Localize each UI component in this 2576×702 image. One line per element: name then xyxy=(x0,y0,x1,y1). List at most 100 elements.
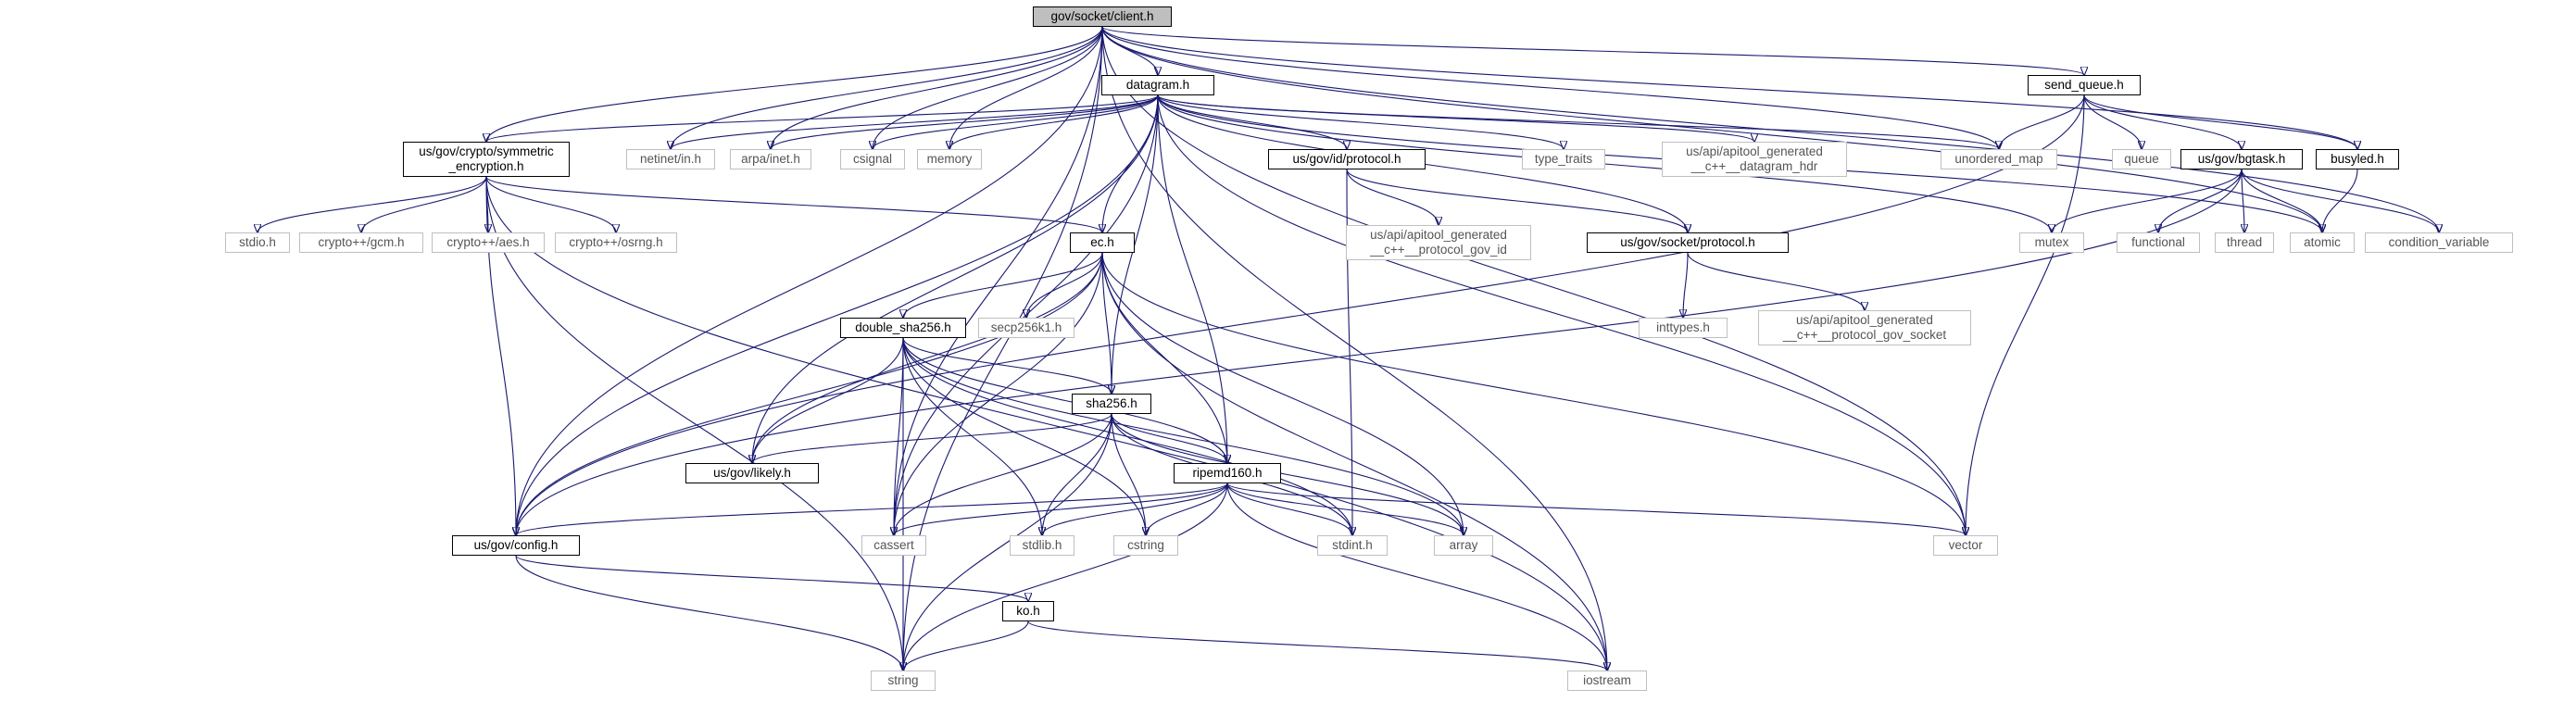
edge-symmetric-to-osrng xyxy=(485,176,616,232)
node-label: cassert xyxy=(873,538,914,553)
node-label: netinet/in.h xyxy=(639,152,702,167)
edge-datagram-to-ripemd xyxy=(1157,94,1227,463)
edge-client-to-vector xyxy=(1101,26,1966,535)
node-label: thread xyxy=(2226,235,2263,250)
node-label: crypto++/aes.h xyxy=(446,235,530,250)
node-atomic: atomic xyxy=(2290,232,2355,253)
node-label: us/gov/socket/protocol.h xyxy=(1620,235,1755,250)
edge-ec-to-cassert xyxy=(894,252,1103,535)
node-send_queue[interactable]: send_queue.h xyxy=(2028,75,2141,95)
edge-idprotocol-to-sockprotocol xyxy=(1346,169,1688,232)
edge-symmetric-to-stdio xyxy=(258,176,487,232)
edge-client-to-busyled xyxy=(1101,26,2357,149)
edge-sha256-to-string xyxy=(903,413,1112,671)
node-queue: queue xyxy=(2112,149,2171,169)
edge-ec-to-sha256 xyxy=(1101,252,1112,394)
edge-client-to-arpa xyxy=(771,26,1103,149)
node-label: gov/socket/client.h xyxy=(1050,9,1154,24)
edge-client-to-memory xyxy=(949,26,1103,149)
edge-sha256-to-likely xyxy=(752,413,1112,463)
node-memory: memory xyxy=(917,149,982,169)
edge-ec-to-array xyxy=(1101,252,1464,535)
node-label: mutex xyxy=(2034,235,2069,250)
node-label: condition_variable xyxy=(2388,235,2490,250)
node-datagram[interactable]: datagram.h xyxy=(1101,75,1214,95)
edge-ec-to-secp xyxy=(1026,252,1103,318)
edge-client-to-symmetric xyxy=(486,26,1103,142)
node-label: crypto++/osrng.h xyxy=(569,235,663,250)
node-double_sha256[interactable]: double_sha256.h xyxy=(840,318,966,338)
node-label: type_traits xyxy=(1534,152,1593,167)
edge-datagram-to-netinet xyxy=(671,94,1159,149)
node-string: string xyxy=(871,671,936,691)
node-ec[interactable]: ec.h xyxy=(1070,232,1135,253)
node-label: secp256k1.h xyxy=(990,320,1062,335)
edge-datagram-to-unordered_map xyxy=(1157,94,1999,149)
edge-ripemd-to-stdlib xyxy=(1042,483,1228,535)
node-gcm: crypto++/gcm.h xyxy=(299,232,423,253)
edge-ko-to-string xyxy=(903,621,1029,671)
edge-datagram-to-type_traits xyxy=(1157,94,1564,149)
node-condvar: condition_variable xyxy=(2365,232,2513,253)
edge-client-to-iostream xyxy=(1101,26,1607,671)
node-label: ec.h xyxy=(1090,235,1114,250)
node-prot_gov_id: us/api/apitool_generated __c++__protocol… xyxy=(1346,225,1531,260)
edge-sockprotocol-to-inttypes xyxy=(1683,252,1689,318)
node-config[interactable]: us/gov/config.h xyxy=(452,535,580,556)
edge-double_sha256-to-likely xyxy=(752,337,904,463)
node-ripemd[interactable]: ripemd160.h xyxy=(1174,463,1281,483)
node-csignal: csignal xyxy=(840,149,905,169)
edge-client-to-config xyxy=(516,26,1103,535)
node-prot_gov_socket: us/api/apitool_generated __c++__protocol… xyxy=(1758,310,1971,345)
edge-datagram-to-idprotocol xyxy=(1157,94,1347,149)
edge-client-to-string xyxy=(903,26,1103,671)
edge-client-to-atomic xyxy=(1101,26,2322,232)
node-label: vector xyxy=(1948,538,1983,553)
node-label: array xyxy=(1449,538,1478,553)
edge-double_sha256-to-sha256 xyxy=(902,337,1112,394)
edge-datagram-to-config xyxy=(516,94,1159,535)
node-osrng: crypto++/osrng.h xyxy=(555,232,677,253)
node-label: send_queue.h xyxy=(2044,78,2124,93)
node-sockprotocol[interactable]: us/gov/socket/protocol.h xyxy=(1587,232,1789,253)
edge-client-to-send_queue xyxy=(1101,26,2084,75)
node-aes: crypto++/aes.h xyxy=(432,232,545,253)
edge-config-to-ko xyxy=(515,555,1028,601)
edge-sha256-to-cassert xyxy=(894,413,1112,535)
node-idprotocol[interactable]: us/gov/id/protocol.h xyxy=(1268,149,1426,169)
node-label: arpa/inet.h xyxy=(741,152,800,167)
node-client[interactable]: gov/socket/client.h xyxy=(1033,6,1172,27)
node-array: array xyxy=(1434,535,1493,556)
node-sha256[interactable]: sha256.h xyxy=(1072,394,1151,414)
edge-sockprotocol-to-prot_gov_socket xyxy=(1687,252,1865,310)
edge-ripemd-to-vector xyxy=(1226,483,1966,535)
edge-symmetric-to-ec xyxy=(485,176,1102,232)
edge-symmetric-to-string xyxy=(485,176,903,671)
edge-symmetric-to-gcm xyxy=(361,176,487,232)
node-label: us/gov/bgtask.h xyxy=(2197,152,2286,167)
edge-ec-to-likely xyxy=(752,252,1103,463)
node-symmetric[interactable]: us/gov/crypto/symmetric _encryption.h xyxy=(403,142,570,177)
edge-client-to-cassert xyxy=(894,26,1103,535)
node-busyled[interactable]: busyled.h xyxy=(2316,149,2399,169)
edge-ec-to-iostream xyxy=(1101,252,1607,671)
node-thread: thread xyxy=(2215,232,2274,253)
edge-bgtask-to-mutex xyxy=(2052,169,2243,232)
edge-datagram-to-csignal xyxy=(873,94,1159,149)
edge-send_queue-to-vector xyxy=(1966,94,2085,535)
node-label: us/api/apitool_generated __c++__datagram… xyxy=(1686,144,1823,173)
node-label: string xyxy=(887,673,919,688)
node-label: double_sha256.h xyxy=(855,320,951,335)
node-bgtask[interactable]: us/gov/bgtask.h xyxy=(2180,149,2303,169)
node-label: csignal xyxy=(852,152,893,167)
node-functional: functional xyxy=(2117,232,2200,253)
node-label: functional xyxy=(2131,235,2185,250)
node-label: stdint.h xyxy=(1332,538,1373,553)
node-likely[interactable]: us/gov/likely.h xyxy=(685,463,819,483)
node-cassert: cassert xyxy=(861,535,926,556)
node-ko[interactable]: ko.h xyxy=(1002,601,1054,621)
edge-ripemd-to-string xyxy=(903,483,1228,671)
edge-send_queue-to-config xyxy=(516,94,2085,535)
